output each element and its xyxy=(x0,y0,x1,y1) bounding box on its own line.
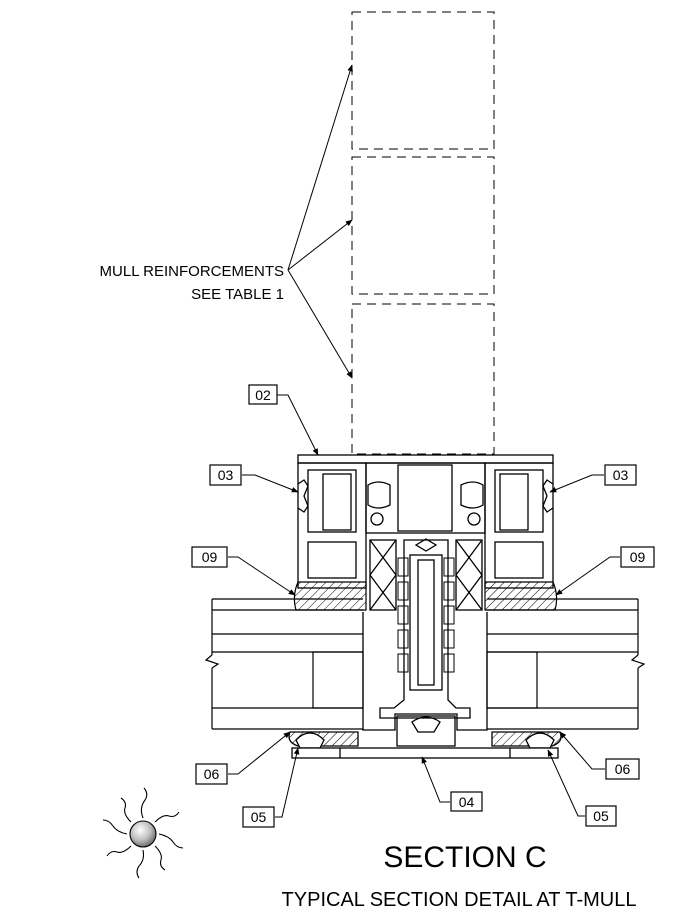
tag-06-left: 06 xyxy=(204,766,220,782)
tag-05-right: 05 xyxy=(593,808,609,824)
tag-box-03-left xyxy=(209,464,242,486)
tag-box-04 xyxy=(450,791,483,812)
tag-box-05-right xyxy=(585,805,617,827)
tag-03-left: 03 xyxy=(218,467,234,483)
callout-line-1: MULL REINFORCEMENTS xyxy=(100,263,284,280)
callout-line-2: SEE TABLE 1 xyxy=(191,286,284,303)
section-subtitle: TYPICAL SECTION DETAIL AT T-MULL xyxy=(282,889,637,911)
tag-box-02 xyxy=(248,384,278,405)
sun-icon xyxy=(102,787,184,879)
tag-box-09-right xyxy=(620,546,655,568)
tag-boxes xyxy=(191,384,655,828)
tag-leaders xyxy=(228,394,620,818)
tag-box-05-left xyxy=(242,806,275,828)
tag-box-06-right xyxy=(605,758,640,780)
tag-04: 04 xyxy=(459,794,475,810)
tag-03-right: 03 xyxy=(613,467,629,483)
tag-box-06-left xyxy=(195,763,228,785)
bottom-glazing xyxy=(288,731,562,759)
tag-02: 02 xyxy=(255,387,271,403)
section-title: SECTION C xyxy=(383,841,546,874)
glass-units xyxy=(204,598,646,730)
tag-05-left: 05 xyxy=(251,809,267,825)
tag-09-right: 09 xyxy=(630,549,646,565)
tag-box-03-right xyxy=(604,464,637,486)
tag-09-left: 09 xyxy=(202,549,218,565)
reinforcement-box-top xyxy=(351,11,495,150)
mull-reinforcement-boxes xyxy=(351,11,495,455)
reinforcement-box-middle xyxy=(351,156,495,295)
callout-leaders xyxy=(287,64,353,379)
tag-box-09-left xyxy=(191,546,228,568)
reinforcement-box-bottom xyxy=(351,303,495,455)
mullion-assembly xyxy=(297,454,554,747)
tag-06-right: 06 xyxy=(615,761,631,777)
